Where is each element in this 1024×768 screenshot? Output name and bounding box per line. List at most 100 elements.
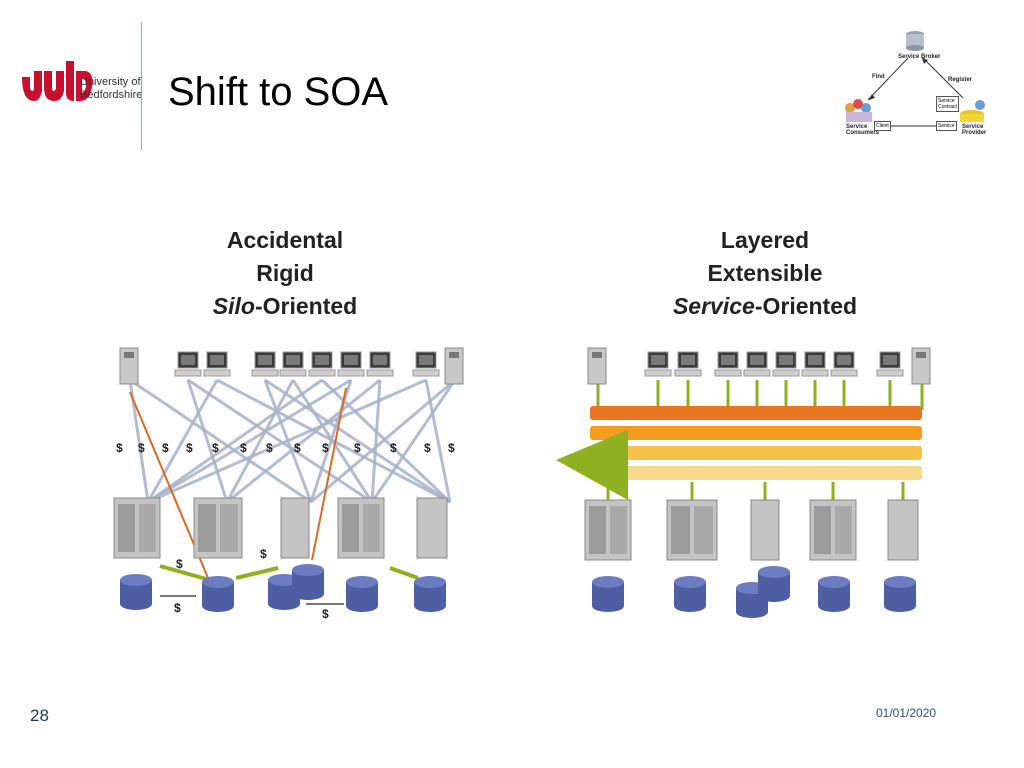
cost-symbol: $	[294, 441, 301, 455]
service-layer-band	[590, 446, 922, 460]
right-title-line3: Service-Oriented	[640, 290, 890, 323]
monitor-screen	[808, 355, 822, 365]
desktop-base	[251, 369, 279, 377]
service-provider-line1: Service	[962, 124, 984, 130]
cost-symbol: $	[322, 607, 329, 621]
server-panel	[198, 504, 216, 552]
cost-symbol: $	[240, 441, 247, 455]
server-panel	[671, 506, 690, 554]
service-broker-label: Service Broker	[898, 54, 941, 60]
service-layer-band	[590, 466, 922, 480]
monitor-screen	[286, 355, 300, 365]
monitor-screen	[883, 355, 897, 365]
service-contract-line1: Service	[938, 98, 955, 104]
server-panel	[363, 504, 380, 552]
cost-symbol: $	[162, 441, 169, 455]
green-link	[159, 564, 211, 582]
service-consumers-line2: Consumers	[846, 130, 880, 136]
header-divider	[141, 22, 142, 150]
database-top	[414, 576, 446, 588]
cost-symbol: $	[174, 601, 181, 615]
university-logo	[22, 61, 93, 101]
database-bottom	[268, 598, 300, 610]
service-contract-line2: Contract	[938, 104, 957, 110]
left-title-line3: Silo-Oriented	[170, 290, 400, 323]
logo-text: University of Bedfordshire	[80, 76, 142, 102]
point-to-point-link	[129, 378, 312, 504]
client-box: Client	[874, 121, 891, 131]
service-consumers-label: Service Consumers	[846, 124, 879, 136]
server-panel	[814, 506, 831, 554]
point-to-point-link	[147, 378, 323, 504]
architecture-illustration: $$$$$$$$$$$$$$$$$	[113, 347, 931, 621]
database-top	[758, 566, 790, 578]
service-box: Service	[936, 121, 957, 131]
desktop-base	[830, 369, 858, 377]
point-to-point-link	[147, 378, 352, 504]
right-panel-title: Layered Extensible Service-Oriented	[640, 224, 890, 323]
soa-triangle-diagram: Service Broker Find Register Service Con…	[838, 22, 998, 147]
server-panel	[139, 504, 156, 552]
server-icon	[750, 499, 780, 561]
right-title-line1: Layered	[720, 227, 810, 253]
server-icon	[280, 497, 310, 559]
desktop-base	[366, 369, 394, 377]
monitor-screen	[258, 355, 272, 365]
monitor-screen	[721, 355, 735, 365]
orange-link	[311, 387, 347, 561]
monitor-screen	[681, 355, 695, 365]
register-label: Register	[948, 77, 973, 83]
cost-symbol: $	[116, 441, 123, 455]
point-to-point-link	[187, 378, 373, 504]
database-bottom	[414, 600, 446, 612]
cost-symbol: $	[354, 441, 361, 455]
monitor-screen	[651, 355, 665, 365]
desktop-base	[674, 369, 702, 377]
database-bottom	[884, 600, 916, 612]
cost-symbol: $	[260, 547, 267, 561]
cost-symbol: $	[186, 441, 193, 455]
slide-date: 01/01/2020	[876, 706, 937, 720]
server-panel	[220, 504, 238, 552]
monitor-screen	[315, 355, 329, 365]
slide-number: 28	[30, 706, 49, 725]
desktop-base	[714, 369, 742, 377]
left-title-line2: Rigid	[256, 260, 314, 286]
database-top	[120, 574, 152, 586]
green-link	[235, 566, 279, 580]
database-bottom	[592, 600, 624, 612]
right-title-italic: Service	[672, 293, 755, 319]
cost-symbol: $	[212, 441, 219, 455]
database-top	[292, 564, 324, 576]
tower-drive	[592, 352, 602, 358]
point-to-point-link	[370, 379, 457, 503]
server-panel	[610, 506, 627, 554]
point-to-point-link	[186, 379, 229, 503]
point-to-point-link	[264, 378, 451, 504]
point-to-point-link	[147, 378, 427, 504]
database-top	[202, 576, 234, 588]
tower-drive	[124, 352, 134, 358]
tower-drive	[449, 352, 459, 358]
database-bottom	[202, 600, 234, 612]
server-icon	[416, 497, 448, 559]
service-contract-box: Service Contract	[936, 96, 959, 112]
database-bottom	[674, 600, 706, 612]
green-link	[389, 566, 419, 580]
desktop-base	[279, 369, 307, 377]
server-panel	[835, 506, 852, 554]
point-to-point-link	[370, 379, 382, 503]
database-bottom	[736, 606, 768, 618]
soa-comparison-diagram: Accidental Rigid Silo-Oriented Layered E…	[100, 220, 940, 640]
find-label: Find	[872, 74, 885, 80]
monitor-screen	[344, 355, 358, 365]
database-bottom	[758, 590, 790, 602]
cost-symbol: $	[424, 441, 431, 455]
extensible-arrow-icon	[556, 430, 628, 500]
cost-symbol: $	[176, 557, 183, 571]
service-layer-band	[590, 406, 922, 420]
desktop-base	[772, 369, 800, 377]
monitor-screen	[181, 355, 195, 365]
left-panel-title: Accidental Rigid Silo-Oriented	[170, 224, 400, 323]
cost-symbol: $	[322, 441, 329, 455]
